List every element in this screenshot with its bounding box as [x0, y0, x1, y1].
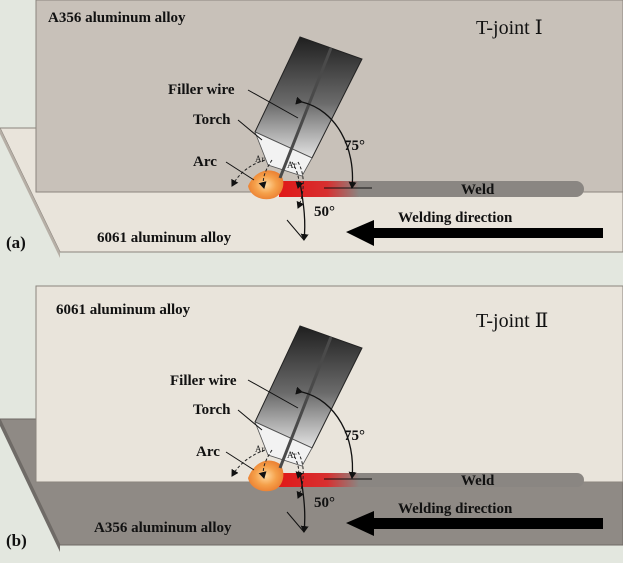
- hot-weld-a: [279, 181, 359, 197]
- top-plate-label-a: A356 aluminum alloy: [48, 10, 186, 26]
- work-angle-a: 50°: [314, 204, 335, 220]
- shield-gas-right-a: Ar: [287, 160, 297, 170]
- top-plate-label-b: 6061 aluminum alloy: [56, 302, 191, 318]
- weld-bead-a: [352, 181, 584, 197]
- torch-angle-b: 75°: [344, 428, 365, 444]
- shield-gas-left-a: Ar: [255, 154, 265, 164]
- panel-b: 6061 aluminum alloy T-joint Ⅱ Filler wir…: [0, 285, 623, 552]
- torch-label-b: Torch: [193, 402, 231, 418]
- panel-a: A356 aluminum alloy T-joint Ⅰ Filler wir…: [0, 0, 623, 258]
- shield-gas-left-b: Ar: [255, 444, 265, 454]
- shield-gas-right-b: Ar: [287, 450, 297, 460]
- panel-label-a: (a): [6, 233, 26, 252]
- weld-label-a: Weld: [461, 182, 495, 198]
- work-angle-b: 50°: [314, 495, 335, 511]
- filler-wire-label-a: Filler wire: [168, 82, 235, 98]
- welding-direction-arrow-a: [346, 220, 603, 246]
- bottom-plate-label-a: 6061 aluminum alloy: [97, 230, 232, 246]
- title-a: T-joint Ⅰ: [476, 17, 543, 39]
- direction-label-b: Welding direction: [398, 501, 513, 517]
- direction-label-a: Welding direction: [398, 210, 513, 226]
- weld-bead-b: [352, 473, 584, 487]
- weld-label-b: Weld: [461, 473, 495, 489]
- bottom-plate-label-b: A356 aluminum alloy: [94, 520, 232, 536]
- hot-weld-b: [279, 473, 359, 487]
- torch-label-a: Torch: [193, 112, 231, 128]
- panel-label-b: (b): [6, 531, 27, 550]
- arc-label-a: Arc: [193, 154, 217, 170]
- torch-angle-a: 75°: [344, 138, 365, 154]
- arc-label-b: Arc: [196, 444, 220, 460]
- filler-wire-label-b: Filler wire: [170, 373, 237, 389]
- title-b: T-joint Ⅱ: [476, 310, 548, 332]
- welding-direction-arrow-b: [346, 511, 603, 536]
